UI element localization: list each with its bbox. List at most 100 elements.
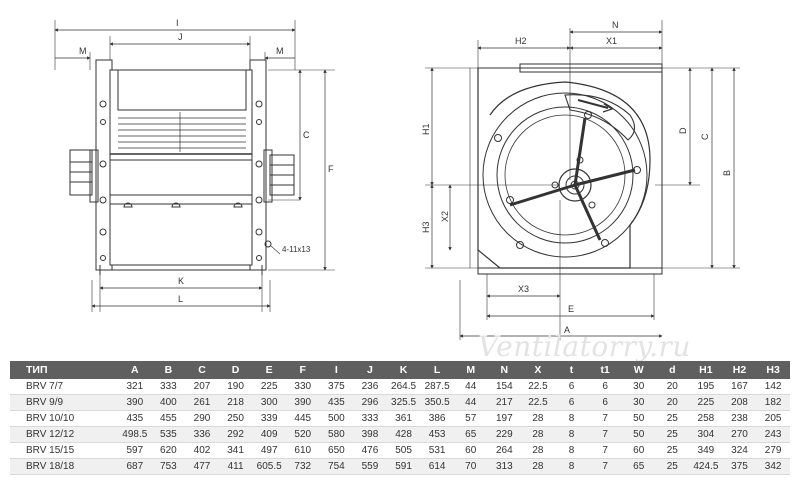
dimension-cell: 57	[453, 410, 488, 427]
dimension-cell: 243	[756, 426, 790, 443]
model-cell: BRV 12/12	[10, 426, 118, 443]
label-X3: X3	[518, 284, 529, 294]
column-header: F	[285, 361, 320, 379]
dimension-cell: 238	[722, 410, 757, 427]
dimension-cell: 8	[554, 426, 589, 443]
dimension-cell: 390	[285, 394, 320, 411]
dimension-cell: 8	[554, 410, 589, 427]
column-header: H2	[722, 361, 757, 379]
dimension-cell: 321	[118, 379, 152, 395]
dimension-cell: 60	[453, 442, 488, 459]
column-header: J	[353, 361, 387, 379]
dimension-cell: 375	[319, 379, 354, 395]
column-header: t	[554, 361, 589, 379]
label-K: K	[178, 276, 184, 286]
dimension-cell: 30	[621, 379, 656, 395]
dimension-cell: 402	[185, 442, 219, 459]
dimension-cell: 559	[353, 458, 387, 475]
dimension-cell: 445	[285, 410, 320, 427]
dimension-cell: 304	[689, 426, 723, 443]
label-B: B	[722, 170, 732, 176]
dimension-cell: 455	[151, 410, 186, 427]
dimension-cell: 591	[386, 458, 421, 475]
dimension-cell: 531	[420, 442, 454, 459]
dimension-cell: 350.5	[420, 394, 454, 411]
label-M-right: M	[276, 46, 284, 56]
dimension-cell: 342	[756, 458, 790, 475]
column-header: H1	[689, 361, 723, 379]
dimension-cell: 324	[722, 442, 757, 459]
dimension-cell: 424.5	[689, 458, 723, 475]
front-view-labels: N H2 X1 H1 H3 X2 D C B X3 E A	[421, 20, 732, 335]
dimension-cell: 6	[588, 379, 622, 395]
dimension-cell: 236	[353, 379, 387, 395]
column-header: I	[319, 361, 354, 379]
dimension-cell: 6	[554, 394, 589, 411]
label-C-side: C	[303, 130, 310, 140]
dimension-cell: 205	[756, 410, 790, 427]
dimension-cell: 25	[655, 458, 690, 475]
dimension-cell: 349	[689, 442, 723, 459]
dimension-cell: 7	[588, 426, 622, 443]
dimension-cell: 225	[689, 394, 723, 411]
label-J: J	[178, 32, 183, 42]
dimension-cell: 330	[285, 379, 320, 395]
dimension-cell: 390	[118, 394, 152, 411]
dimension-cell: 650	[319, 442, 354, 459]
dimension-cell: 30	[621, 394, 656, 411]
dimension-cell: 535	[151, 426, 186, 443]
dimension-cell: 7	[588, 410, 622, 427]
dimension-cell: 500	[319, 410, 354, 427]
label-C-front: C	[700, 133, 710, 140]
dimension-cell: 292	[218, 426, 253, 443]
dimension-cell: 22.5	[521, 379, 555, 395]
dimension-cell: 333	[353, 410, 387, 427]
column-header: E	[252, 361, 286, 379]
label-D: D	[678, 127, 688, 134]
label-holes: 4-11x13	[282, 245, 311, 254]
dimension-cell: 142	[756, 379, 790, 395]
dimension-cell: 398	[353, 426, 387, 443]
column-header: M	[453, 361, 488, 379]
dimension-cell: 261	[185, 394, 219, 411]
dimension-cell: 154	[487, 379, 522, 395]
label-F: F	[328, 164, 334, 174]
model-cell: BRV 18/18	[10, 458, 118, 475]
dimension-cell: 610	[285, 442, 320, 459]
dimension-cell: 333	[151, 379, 186, 395]
dimension-cell: 20	[655, 394, 690, 411]
dimension-cell: 7	[588, 442, 622, 459]
dimension-cell: 28	[521, 442, 555, 459]
dimension-cell: 207	[185, 379, 219, 395]
label-X1: X1	[606, 36, 617, 46]
dimension-cell: 208	[722, 394, 757, 411]
label-H1: H1	[421, 123, 431, 135]
dimension-cell: 229	[487, 426, 522, 443]
dimension-cell: 580	[319, 426, 354, 443]
side-view-labels: I J M M C F K L 4-11x13	[79, 18, 334, 304]
dimension-cell: 44	[453, 379, 488, 395]
column-header: N	[487, 361, 522, 379]
label-L: L	[178, 294, 183, 304]
dimension-cell: 620	[151, 442, 186, 459]
dimension-cell: 339	[252, 410, 286, 427]
dimension-cell: 264.5	[386, 379, 421, 395]
dimension-cell: 182	[756, 394, 790, 411]
model-cell: BRV 7/7	[10, 379, 118, 395]
label-X2: X2	[440, 211, 450, 222]
column-header: K	[386, 361, 421, 379]
dimension-cell: 50	[621, 426, 656, 443]
dimension-cell: 409	[252, 426, 286, 443]
dimension-cell: 65	[621, 458, 656, 475]
dimension-cell: 375	[722, 458, 757, 475]
dimension-cell: 197	[487, 410, 522, 427]
dimension-cell: 290	[185, 410, 219, 427]
dimension-cell: 428	[386, 426, 421, 443]
column-header: X	[521, 361, 555, 379]
dimension-cell: 28	[521, 458, 555, 475]
dimension-cell: 453	[420, 426, 454, 443]
dimension-cell: 361	[386, 410, 421, 427]
